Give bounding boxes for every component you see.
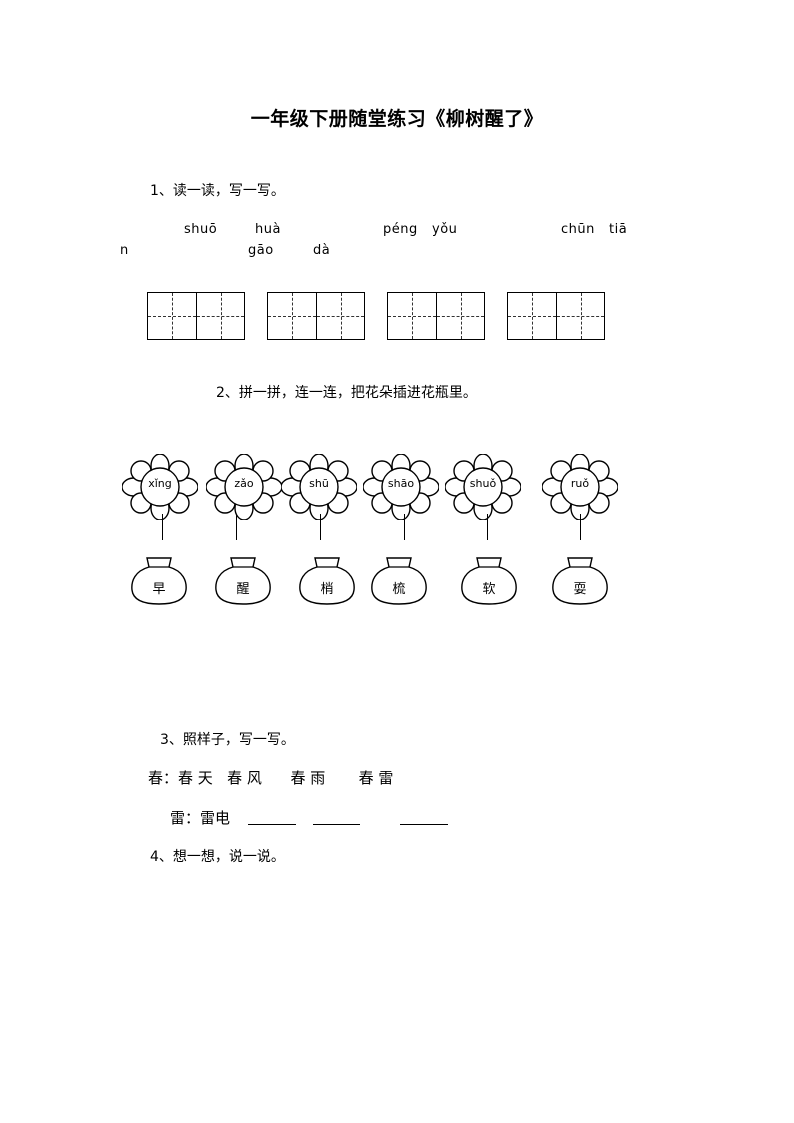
flower-xing[interactable]: xǐng <box>122 454 198 520</box>
pinyin-shuo: shuō <box>184 222 218 237</box>
writing-grid-3[interactable] <box>387 292 485 340</box>
flower-pinyin: ruǒ <box>570 477 590 490</box>
question-3-label: 3、照样子，写一写。 <box>160 732 295 748</box>
page-title: 一年级下册随堂练习《柳树醒了》 <box>250 108 544 130</box>
flower-pinyin: shū <box>309 477 329 490</box>
flower-zao[interactable]: zǎo <box>206 454 282 520</box>
answer-blank-2[interactable] <box>313 824 360 825</box>
flower-pinyin: shuǒ <box>469 477 497 490</box>
flower-stem <box>236 514 237 540</box>
flower-stem <box>580 514 581 540</box>
flower-shao[interactable]: shāo <box>363 454 439 520</box>
task-prefix: 雷：雷电 <box>170 809 231 827</box>
writing-grid-1[interactable] <box>147 292 245 340</box>
pinyin-da: dà <box>313 243 331 258</box>
vase-character: 早 <box>152 582 166 597</box>
vase-character: 梢 <box>320 582 334 597</box>
vase-xing[interactable]: 醒 <box>215 556 271 606</box>
example-line: 春：春 天 春 风 春 雨 春 雷 <box>148 769 394 787</box>
pinyin-chun: chūn <box>561 222 595 237</box>
vase-shua[interactable]: 耍 <box>552 556 608 606</box>
pinyin-gao: gāo <box>248 243 274 258</box>
question-2-label: 2、拼一拼，连一连，把花朵插进花瓶里。 <box>216 385 477 401</box>
flower-stem <box>404 514 405 540</box>
pinyin-n-wrap: n <box>120 243 129 258</box>
flower-pinyin: zǎo <box>234 477 254 490</box>
flower-pinyin: shāo <box>387 477 415 490</box>
flower-stem <box>320 514 321 540</box>
answer-blank-1[interactable] <box>248 824 296 825</box>
writing-grid-4[interactable] <box>507 292 605 340</box>
flower-ruo[interactable]: ruǒ <box>542 454 618 520</box>
vase-character: 醒 <box>236 582 250 597</box>
flower-shu[interactable]: shū <box>281 454 357 520</box>
question-1-label: 1、读一读，写一写。 <box>150 183 285 199</box>
flower-shuo[interactable]: shuǒ <box>445 454 521 520</box>
pinyin-hua: huà <box>255 222 281 237</box>
vase-shu[interactable]: 梳 <box>371 556 427 606</box>
question-4-label: 4、想一想，说一说。 <box>150 849 285 865</box>
pinyin-peng: péng <box>383 222 418 237</box>
pinyin-tia: tiā <box>609 222 628 237</box>
vase-character: 梳 <box>392 582 406 597</box>
vase-shao[interactable]: 梢 <box>299 556 355 606</box>
vase-zao[interactable]: 早 <box>131 556 187 606</box>
flower-stem <box>487 514 488 540</box>
writing-grid-2[interactable] <box>267 292 365 340</box>
answer-blank-3[interactable] <box>400 824 448 825</box>
vase-ruan[interactable]: 软 <box>461 556 517 606</box>
flower-stem <box>162 514 163 540</box>
vase-character: 软 <box>482 582 496 597</box>
pinyin-you: yǒu <box>432 222 458 237</box>
vase-character: 耍 <box>573 582 587 597</box>
flower-pinyin: xǐng <box>148 477 172 490</box>
